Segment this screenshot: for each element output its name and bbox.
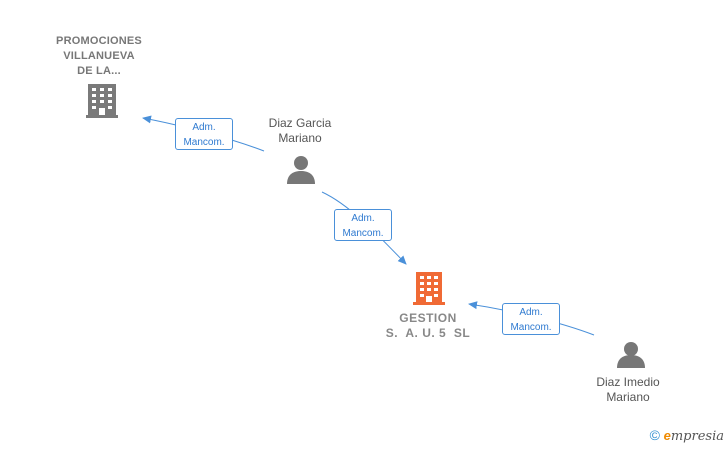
edge-label-adm-mancom[interactable]: Adm. Mancom. [334, 209, 392, 241]
company-name-line: GESTION [399, 311, 457, 325]
person-name-line: Mariano [278, 131, 322, 145]
person-node-diaz-garcia[interactable]: Diaz Garcia Mariano [246, 116, 354, 146]
edge-label-line: Adm. [519, 307, 543, 318]
brand-logo-text: mpresia [670, 429, 724, 444]
company-name-line: VILLANUEVA [63, 50, 135, 62]
edge-label-line: Adm. [351, 213, 375, 224]
company-name-line: S. A. U. 5 SL [385, 326, 471, 340]
person-name-line: Diaz Imedio [596, 375, 660, 389]
copyright-icon: © [649, 427, 660, 443]
brand-logo-e: e [663, 428, 671, 443]
brand-watermark: © empresia [650, 427, 724, 444]
edge-label-adm-mancom[interactable]: Adm. Mancom. [502, 303, 560, 335]
company-name-line: DE LA... [77, 65, 121, 77]
edge-label-line: Mancom. [510, 322, 552, 333]
person-name-line: Mariano [606, 390, 650, 404]
company-node-promociones[interactable]: PROMOCIONES VILLANUEVA DE LA... [40, 34, 158, 79]
building-icon-focus [413, 272, 445, 305]
building-icon [86, 84, 118, 118]
edge-label-line: Mancom. [342, 228, 384, 239]
person-name-line: Diaz Garcia [268, 116, 332, 130]
edge-label-line: Adm. [192, 122, 216, 133]
person-icon [287, 156, 315, 184]
edge-label-adm-mancom[interactable]: Adm. Mancom. [175, 118, 233, 150]
company-name-line: PROMOCIONES [56, 35, 142, 47]
edge-label-line: Mancom. [183, 137, 225, 148]
person-icon [617, 342, 645, 368]
person-node-diaz-imedio[interactable]: Diaz Imedio Mariano [574, 375, 682, 405]
company-node-gestion[interactable]: GESTION S. A. U. 5 SL [366, 311, 490, 341]
